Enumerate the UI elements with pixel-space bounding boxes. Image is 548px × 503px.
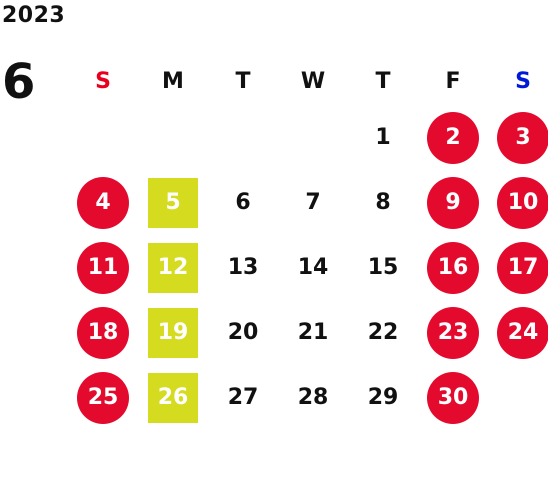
day-number-holiday: 18 (77, 306, 129, 359)
day-cell[interactable]: 7 (278, 170, 348, 235)
day-number-highlight: 12 (148, 242, 198, 293)
day-cell[interactable]: 18 (68, 300, 138, 365)
day-cell[interactable]: 21 (278, 300, 348, 365)
day-number: 15 (367, 255, 399, 280)
day-number: 7 (305, 190, 321, 215)
day-number-holiday: 16 (427, 241, 479, 294)
day-number-holiday: 17 (497, 241, 548, 294)
weekday-header: S (515, 68, 531, 94)
weekday-header: F (445, 68, 461, 94)
day-number: 29 (367, 385, 399, 410)
day-number: 1 (375, 125, 391, 150)
weekday-header: T (375, 68, 391, 94)
day-cell[interactable]: 9 (418, 170, 488, 235)
day-number: 27 (227, 385, 259, 410)
day-cell[interactable]: 2 (418, 105, 488, 170)
weekday-header: W (300, 68, 326, 94)
day-number-holiday: 11 (77, 241, 129, 294)
weekday-header: M (162, 68, 184, 94)
day-cell[interactable]: 28 (278, 365, 348, 430)
day-cell[interactable]: 14 (278, 235, 348, 300)
calendar-month: 6 (2, 54, 36, 110)
day-number-holiday: 24 (497, 306, 548, 359)
day-number-holiday: 10 (497, 176, 548, 229)
day-cell[interactable]: 15 (348, 235, 418, 300)
day-cell[interactable]: 4 (68, 170, 138, 235)
day-number: 20 (227, 320, 259, 345)
day-number: 8 (375, 190, 391, 215)
day-cell[interactable]: 1 (348, 105, 418, 170)
day-number-highlight: 19 (148, 307, 198, 358)
day-cell[interactable]: 23 (418, 300, 488, 365)
day-cell (488, 365, 548, 430)
day-cell[interactable]: 16 (418, 235, 488, 300)
day-cell (138, 105, 208, 170)
day-cell[interactable]: 19 (138, 300, 208, 365)
day-cell[interactable]: 25 (68, 365, 138, 430)
day-cell[interactable]: 6 (208, 170, 278, 235)
day-cell[interactable]: 27 (208, 365, 278, 430)
day-number-holiday: 4 (77, 176, 129, 229)
day-cell[interactable]: 8 (348, 170, 418, 235)
day-cell (208, 105, 278, 170)
day-cell[interactable]: 24 (488, 300, 548, 365)
day-number-highlight: 5 (148, 177, 198, 228)
day-cell[interactable]: 30 (418, 365, 488, 430)
day-number: 6 (235, 190, 251, 215)
day-cell[interactable]: 3 (488, 105, 548, 170)
day-number-holiday: 9 (427, 176, 479, 229)
day-cell[interactable]: 13 (208, 235, 278, 300)
weekday-header: S (95, 68, 111, 94)
day-number-holiday: 25 (77, 371, 129, 424)
day-number: 13 (227, 255, 259, 280)
day-number-holiday: 30 (427, 371, 479, 424)
day-number-holiday: 3 (497, 111, 548, 164)
day-number-holiday: 2 (427, 111, 479, 164)
day-number-highlight: 26 (148, 372, 198, 423)
day-cell (278, 105, 348, 170)
day-cell[interactable]: 26 (138, 365, 208, 430)
day-cell (68, 105, 138, 170)
day-cell[interactable]: 12 (138, 235, 208, 300)
day-cell[interactable]: 17 (488, 235, 548, 300)
day-cell[interactable]: 29 (348, 365, 418, 430)
weekday-header: T (235, 68, 251, 94)
day-cell[interactable]: 20 (208, 300, 278, 365)
calendar-year: 2023 (2, 3, 66, 28)
day-number: 14 (297, 255, 329, 280)
day-cell[interactable]: 22 (348, 300, 418, 365)
day-number: 21 (297, 320, 329, 345)
day-cell[interactable]: 11 (68, 235, 138, 300)
day-cell[interactable]: 5 (138, 170, 208, 235)
day-number: 28 (297, 385, 329, 410)
day-number: 22 (367, 320, 399, 345)
day-number-holiday: 23 (427, 306, 479, 359)
day-cell[interactable]: 10 (488, 170, 548, 235)
